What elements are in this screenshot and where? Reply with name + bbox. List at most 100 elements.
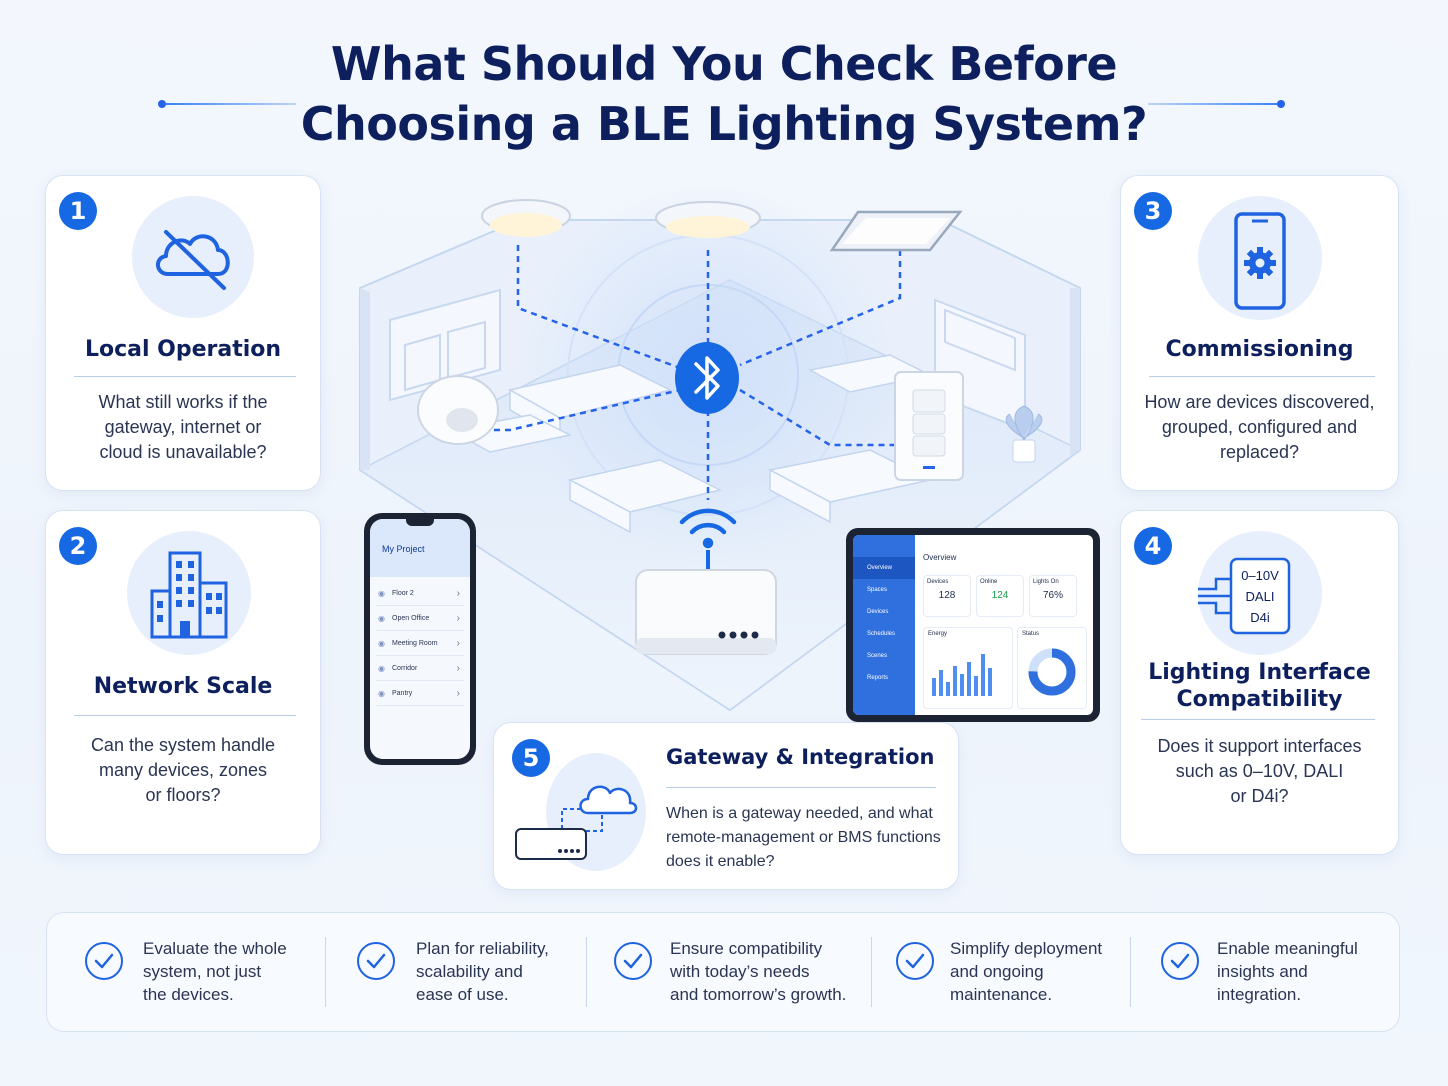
summary-divider xyxy=(586,937,587,1007)
phone-list-item[interactable]: ◉Floor 2› xyxy=(376,581,464,606)
energy-bars xyxy=(932,654,992,696)
tablet-nav-item[interactable]: Spaces xyxy=(867,587,888,593)
summary-item: Enable meaningful insights and integrati… xyxy=(1161,913,1391,1033)
card-number-badge: 2 xyxy=(59,527,97,565)
stat-label: Online xyxy=(980,579,998,585)
summary-line: Simplify deployment xyxy=(950,939,1103,958)
phone-list-label: Pantry xyxy=(392,690,413,697)
card-divider xyxy=(74,376,296,377)
card-description: How are devices discovered, grouped, con… xyxy=(1121,390,1398,465)
check-circle-icon xyxy=(614,942,652,980)
card-divider xyxy=(1149,376,1375,377)
summary-line: Ensure compatibility xyxy=(670,939,823,958)
summary-line: with today’s needs xyxy=(670,962,810,981)
summary-line: Plan for reliability, xyxy=(416,939,549,958)
summary-item: Evaluate the whole system, not just the … xyxy=(85,913,325,1033)
energy-chart: Energy xyxy=(923,627,1013,709)
card-description-line: remote-management or BMS functions xyxy=(666,829,941,846)
tablet-nav-item[interactable]: Reports xyxy=(867,675,889,681)
location-icon: ◉ xyxy=(378,689,385,698)
phone-settings-icon xyxy=(1234,212,1286,310)
stat-value: 76% xyxy=(1042,590,1063,601)
chevron-right-icon: › xyxy=(456,663,460,674)
office-scene-graphic xyxy=(358,185,1082,712)
icon-background xyxy=(1198,196,1322,320)
interface-module-icon xyxy=(1198,557,1291,635)
tablet-dashboard: Overview Spaces Devices Schedules Scenes… xyxy=(846,528,1100,722)
summary-text: Plan for reliability, scalability and ea… xyxy=(416,937,549,1006)
title-line-2: Choosing a BLE Lighting System? xyxy=(300,97,1148,151)
card-commissioning: 3 Commissioning How are devices discover… xyxy=(1120,175,1399,491)
phone-list-label: Meeting Room xyxy=(392,640,438,647)
card-description-line: When is a gateway needed, and what xyxy=(666,805,933,822)
summary-line: system, not just xyxy=(143,962,262,981)
bluetooth-icon xyxy=(675,342,739,414)
stat-label: Lights On xyxy=(1033,579,1059,585)
summary-text: Evaluate the whole system, not just the … xyxy=(143,937,287,1006)
card-description-line: replaced? xyxy=(1219,442,1300,462)
status-chart: Status xyxy=(1017,627,1087,709)
chevron-right-icon: › xyxy=(456,688,460,699)
chevron-right-icon: › xyxy=(456,638,460,649)
card-local-operation: 1 Local Operation What still works if th… xyxy=(45,175,321,491)
summary-line: scalability and xyxy=(416,962,523,981)
ceiling-light-left xyxy=(481,199,571,237)
ceiling-light-center xyxy=(655,201,761,238)
phone-list-item[interactable]: ◉ Open Office › xyxy=(376,606,464,631)
summary-line: integration. xyxy=(1217,985,1302,1004)
card-description-line: does it enable? xyxy=(666,853,775,870)
tablet-nav-item[interactable]: Scenes xyxy=(867,653,888,659)
card-title: Network Scale xyxy=(93,674,273,699)
tablet-sidebar: Overview Spaces Devices Schedules Scenes… xyxy=(853,535,915,715)
summary-line: and ongoing xyxy=(950,962,1044,981)
card-number-badge: 1 xyxy=(59,192,97,230)
stat-value: 128 xyxy=(938,590,956,601)
summary-line: ease of use. xyxy=(416,985,509,1004)
plant-icon xyxy=(1005,405,1043,463)
phone-list-item[interactable]: ◉ Pantry › xyxy=(376,681,464,706)
location-icon: ◉ xyxy=(378,664,385,673)
stat-value: 124 xyxy=(991,590,1009,601)
location-icon: ◉ xyxy=(378,614,385,623)
tablet-nav-item[interactable]: Overview xyxy=(853,557,915,579)
check-circle-icon xyxy=(357,942,395,980)
card-description-line: Does it support interfaces xyxy=(1157,736,1362,756)
stat-label: Devices xyxy=(927,579,949,585)
stat-card: Online 124 xyxy=(976,575,1024,617)
card-number-badge: 5 xyxy=(512,739,550,777)
panel-light-right xyxy=(829,210,963,252)
summary-divider xyxy=(1130,937,1131,1007)
card-description-line: many devices, zones xyxy=(98,760,268,780)
tablet-heading: Overview xyxy=(923,553,957,562)
tablet-nav-item[interactable]: Schedules xyxy=(867,631,896,637)
phone-list-item[interactable]: ◉Corridor› xyxy=(376,656,464,681)
summary-divider xyxy=(325,937,326,1007)
card-network-scale: 2 Network Scale Can the system handle ma… xyxy=(45,510,321,855)
summary-item: Ensure compatibility with today’s needs … xyxy=(614,913,884,1033)
gateway-device xyxy=(635,569,777,655)
summary-line: maintenance. xyxy=(950,985,1053,1004)
smartphone-app: My Project ◉Floor 2› ◉Open Office› ◉Meet… xyxy=(364,513,476,765)
card-title-line: Lighting Interface xyxy=(1148,660,1371,685)
location-icon: ◉ xyxy=(378,589,385,598)
card-description-line: or floors? xyxy=(145,785,221,805)
stat-card: Devices 128 xyxy=(923,575,971,617)
card-description-line: What still works if the xyxy=(98,392,268,412)
icon-background xyxy=(1198,531,1322,655)
card-description-line: such as 0–10V, DALI xyxy=(1175,761,1344,781)
card-description-line: or D4i? xyxy=(1230,786,1289,806)
summary-divider xyxy=(871,937,872,1007)
summary-line: the devices. xyxy=(143,985,234,1004)
phone-list-item[interactable]: ◉Meeting Room› xyxy=(376,631,464,656)
phone-list-label: Open Office xyxy=(392,615,430,622)
chevron-right-icon: › xyxy=(456,613,460,624)
tablet-nav-item[interactable]: Devices xyxy=(867,609,889,615)
card-title: Local Operation xyxy=(84,337,282,362)
title-decoration-dot-left xyxy=(158,100,166,108)
wall-switch xyxy=(894,371,964,481)
page-title: What Should You Check Before Choosing a … xyxy=(0,34,1448,154)
title-decoration-dot-right xyxy=(1277,100,1285,108)
interface-label: D4i xyxy=(1250,610,1270,625)
title-rule-right xyxy=(1148,103,1278,105)
summary-text: Ensure compatibility with today’s needs … xyxy=(670,937,846,1006)
